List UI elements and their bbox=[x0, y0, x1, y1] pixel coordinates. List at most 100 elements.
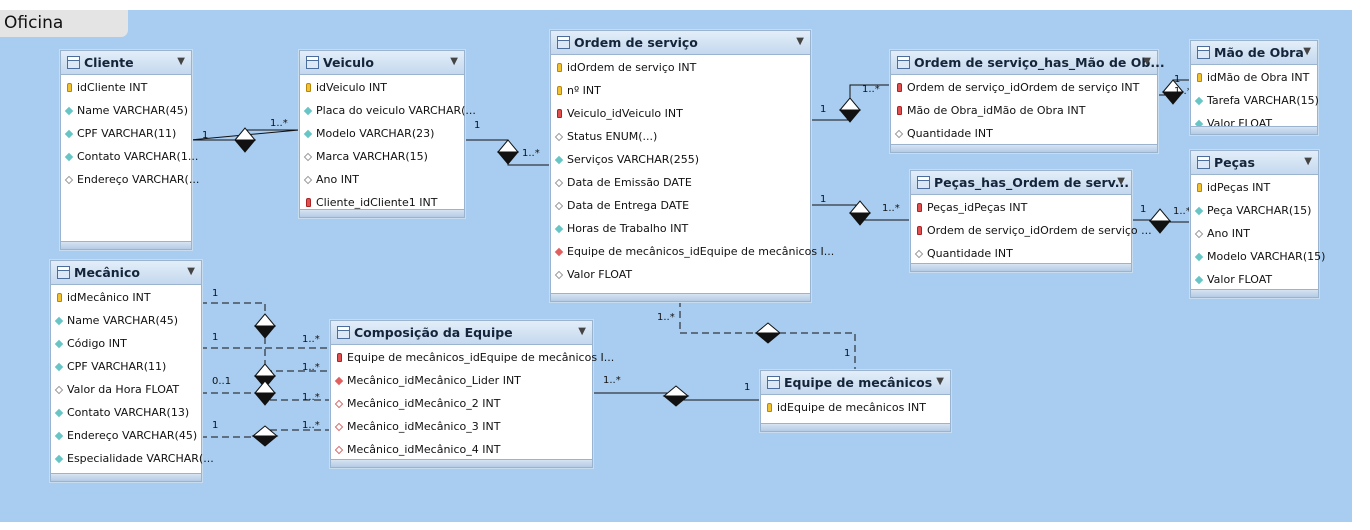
table-osmao[interactable]: Ordem de serviço_has_Mão de Ob...▼Ordem … bbox=[890, 50, 1165, 153]
table-column[interactable]: idPeças INT bbox=[1191, 177, 1318, 200]
table-column[interactable]: Peças_idPeças INT bbox=[911, 197, 1131, 220]
table-column[interactable]: Mecânico_idMecânico_4 INT bbox=[331, 439, 592, 462]
table-equipe[interactable]: Equipe de mecânicos▼idEquipe de mecânico… bbox=[760, 370, 951, 432]
table-header[interactable]: Mão de Obra▼ bbox=[1191, 41, 1317, 65]
table-column[interactable]: idMecânico INT bbox=[51, 287, 201, 310]
table-header[interactable]: Veiculo ▼ bbox=[300, 51, 464, 75]
table-column[interactable]: Quantidade INT bbox=[891, 123, 1157, 146]
table-column[interactable]: Veiculo_idVeiculo INT bbox=[551, 103, 810, 126]
relationship-diamond-icon[interactable] bbox=[496, 139, 520, 165]
relationship-diamond-icon[interactable] bbox=[253, 380, 277, 406]
table-column[interactable]: Especialidade VARCHAR(... bbox=[51, 448, 214, 471]
table-composicao[interactable]: Composição da Equipe▼Equipe de mecânicos… bbox=[330, 320, 614, 468]
collapse-chevron-icon[interactable]: ▼ bbox=[187, 266, 195, 277]
table-column[interactable]: idCliente INT bbox=[61, 77, 191, 100]
table-column[interactable]: Tarefa VARCHAR(15) bbox=[1191, 90, 1319, 113]
table-column[interactable]: Valor FLOAT bbox=[1191, 269, 1318, 292]
table-column[interactable]: Valor FLOAT bbox=[551, 264, 810, 287]
table-icon bbox=[767, 376, 780, 389]
relationship-diamond-icon[interactable] bbox=[1148, 208, 1172, 234]
table-column[interactable]: Modelo VARCHAR(15) bbox=[1191, 246, 1325, 269]
table-column[interactable]: Valor da Hora FLOAT bbox=[51, 379, 201, 402]
table-header[interactable]: Composição da Equipe▼ bbox=[331, 321, 592, 345]
table-column[interactable]: Data de Entrega DATE bbox=[551, 195, 810, 218]
table-header[interactable]: Cliente▼ bbox=[61, 51, 191, 75]
table-column[interactable]: Mão de Obra_idMão de Obra INT bbox=[891, 100, 1157, 123]
table-column[interactable]: Modelo VARCHAR(23) bbox=[300, 123, 464, 146]
table-column[interactable]: Endereço VARCHAR(... bbox=[61, 169, 199, 192]
relationship-diamond-icon[interactable] bbox=[838, 97, 862, 123]
table-column[interactable]: Name VARCHAR(45) bbox=[51, 310, 201, 333]
table-column[interactable]: Contato VARCHAR(1... bbox=[61, 146, 198, 169]
table-column[interactable]: idVeiculo INT bbox=[300, 77, 464, 100]
cardinality-label: 1 bbox=[212, 332, 218, 343]
table-column[interactable]: Horas de Trabalho INT bbox=[551, 218, 810, 241]
table-icon bbox=[897, 56, 910, 69]
table-column[interactable]: CPF VARCHAR(11) bbox=[51, 356, 201, 379]
collapse-chevron-icon[interactable]: ▼ bbox=[1304, 156, 1312, 167]
table-column[interactable]: CPF VARCHAR(11) bbox=[61, 123, 191, 146]
collapse-chevron-icon[interactable]: ▼ bbox=[578, 326, 586, 337]
table-name: Veiculo bbox=[323, 55, 374, 70]
table-column[interactable]: Mecânico_idMecânico_Lider INT bbox=[331, 370, 592, 393]
table-column[interactable]: Data de Emissão DATE bbox=[551, 172, 810, 195]
table-column[interactable]: Mecânico_idMecânico_3 INT bbox=[331, 416, 592, 439]
nullable-column-icon bbox=[554, 178, 564, 188]
table-column[interactable]: Serviços VARCHAR(255) bbox=[551, 149, 810, 172]
relationship-diamond-icon[interactable] bbox=[1161, 79, 1185, 105]
table-maoobra[interactable]: Mão de Obra▼idMão de Obra INT Tarefa VARC… bbox=[1190, 40, 1319, 135]
collapse-chevron-icon[interactable]: ▼ bbox=[936, 376, 944, 387]
table-column[interactable]: Cliente_idCliente1 INT bbox=[300, 192, 464, 215]
table-header[interactable]: Mecânico▼ bbox=[51, 261, 201, 285]
collapse-chevron-icon[interactable]: ▼ bbox=[1117, 176, 1125, 187]
table-column[interactable]: Mecânico_idMecânico_2 INT bbox=[331, 393, 592, 416]
table-column[interactable]: Ano INT bbox=[1191, 223, 1318, 246]
table-column[interactable]: Contato VARCHAR(13) bbox=[51, 402, 201, 425]
foreign-key-column-icon bbox=[554, 247, 564, 257]
table-column[interactable]: Equipe de mecânicos_idEquipe de mecânico… bbox=[551, 241, 834, 264]
relationship-diamond-icon[interactable] bbox=[253, 313, 277, 339]
table-mecanico[interactable]: Mecânico▼idMecânico INT Name VARCHAR(45) C… bbox=[50, 260, 214, 482]
relationship-diamond-icon[interactable] bbox=[233, 127, 257, 153]
table-column[interactable]: idMão de Obra INT bbox=[1191, 67, 1317, 90]
table-header[interactable]: Equipe de mecânicos▼ bbox=[761, 371, 950, 395]
column-text: Name VARCHAR(45) bbox=[67, 314, 179, 327]
foreign-key-icon bbox=[557, 109, 562, 118]
table-column[interactable]: Endereço VARCHAR(45) bbox=[51, 425, 201, 448]
table-column[interactable]: Ordem de serviço_idOrdem de serviço INT bbox=[891, 77, 1157, 100]
collapse-chevron-icon[interactable]: ▼ bbox=[1143, 56, 1151, 67]
table-column[interactable]: idOrdem de serviço INT bbox=[551, 57, 810, 80]
table-pecasos[interactable]: Peças_has_Ordem de serv...▼Peças_idPeças… bbox=[910, 170, 1152, 272]
table-column[interactable]: nº INT bbox=[551, 80, 810, 103]
table-column[interactable]: Ordem de serviço_idOrdem de serviço ... bbox=[911, 220, 1152, 243]
table-column[interactable]: Código INT bbox=[51, 333, 201, 356]
table-column[interactable]: Name VARCHAR(45) bbox=[61, 100, 191, 123]
table-column[interactable]: Ano INT bbox=[300, 169, 464, 192]
table-header[interactable]: Peças▼ bbox=[1191, 151, 1318, 175]
column-text: Tarefa VARCHAR(15) bbox=[1207, 94, 1319, 107]
table-column[interactable]: Peça VARCHAR(15) bbox=[1191, 200, 1318, 223]
table-column[interactable]: idEquipe de mecânicos INT bbox=[761, 397, 950, 420]
relationship-diamond-icon[interactable] bbox=[754, 322, 782, 344]
cardinality-label: 1 bbox=[844, 348, 850, 359]
cardinality-label: 1..* bbox=[603, 375, 621, 386]
relationship-diamond-icon[interactable] bbox=[848, 200, 872, 226]
table-column[interactable]: Equipe de mecânicos_idEquipe de mecânico… bbox=[331, 347, 614, 370]
relationship-diamond-icon[interactable] bbox=[662, 385, 690, 407]
table-column[interactable]: Marca VARCHAR(15) bbox=[300, 146, 464, 169]
collapse-chevron-icon[interactable]: ▼ bbox=[450, 56, 458, 67]
collapse-chevron-icon[interactable]: ▼ bbox=[177, 56, 185, 67]
table-header[interactable]: Ordem de serviço▼ bbox=[551, 31, 810, 55]
table-header[interactable]: Peças_has_Ordem de serv...▼ bbox=[911, 171, 1131, 195]
table-header[interactable]: Ordem de serviço_has_Mão de Ob...▼ bbox=[891, 51, 1165, 75]
collapse-chevron-icon[interactable]: ▼ bbox=[1303, 46, 1311, 57]
table-column[interactable]: Status ENUM(...) bbox=[551, 126, 810, 149]
collapse-chevron-icon[interactable]: ▼ bbox=[796, 36, 804, 47]
table-column[interactable]: Placa do veiculo VARCHAR(... bbox=[300, 100, 476, 123]
table-column[interactable]: Quantidade INT bbox=[911, 243, 1131, 266]
relationship-diamond-icon[interactable] bbox=[251, 425, 279, 447]
